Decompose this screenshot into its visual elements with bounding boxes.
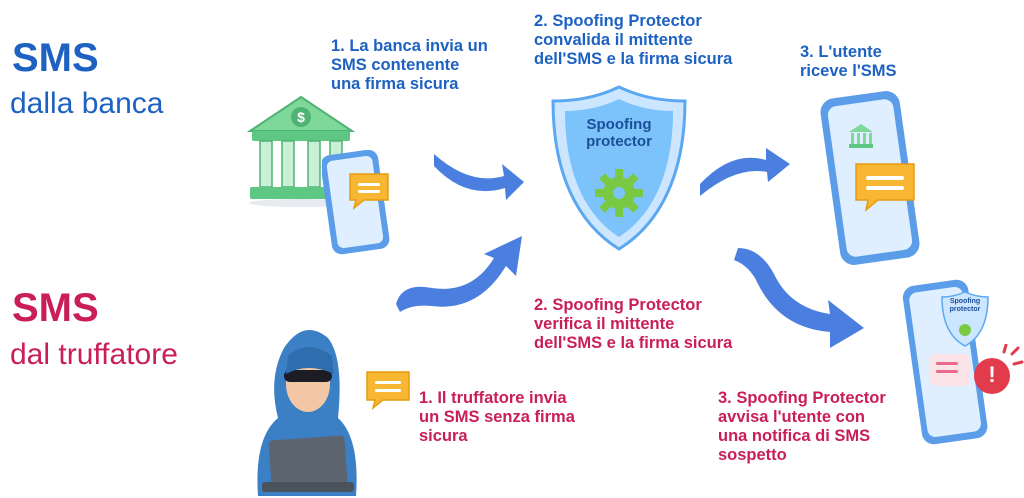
step-scammer-sends: 1. Il truffatore invia un SMS senza firm…: [419, 389, 575, 445]
shield-icon: [549, 83, 689, 253]
shield-icon: [940, 290, 990, 348]
message-bubble-icon: [363, 368, 413, 412]
bank-section-subtitle: dalla banca: [10, 87, 164, 120]
shield-label-line2: protector: [586, 133, 652, 150]
step-bank-sends: 1. La banca invia un SMS contenente una …: [331, 37, 488, 93]
svg-text:$: $: [297, 109, 305, 125]
arrow-icon: [430, 146, 526, 206]
bank-icon: [847, 122, 875, 150]
warning-phone-badge-line2: protector: [949, 306, 981, 313]
hacker-icon: [248, 318, 363, 496]
gear-icon: [595, 169, 643, 217]
message-bubble-icon: [346, 170, 392, 210]
warning-phone-badge-line1: Spoofing: [949, 298, 981, 305]
warning-phone-badge: Spoofing protector: [940, 298, 990, 314]
arrow-icon: [392, 232, 532, 316]
step-protector-validates: 2. Spoofing Protector convalida il mitte…: [534, 12, 733, 68]
scammer-section-subtitle: dal truffatore: [10, 338, 178, 371]
arrow-icon: [730, 244, 870, 354]
step-protector-verifies: 2. Spoofing Protector verifica il mitten…: [534, 296, 733, 352]
step-protector-warns: 3. Spoofing Protector avvisa l'utente co…: [718, 389, 886, 464]
notification-card: [928, 352, 972, 388]
warning-alert-symbol: !: [988, 362, 996, 387]
shield-label: Spoofing protector: [549, 116, 689, 150]
bank-section-title: SMS: [12, 36, 99, 80]
warning-icon: [968, 344, 1024, 400]
message-bubble-icon: [852, 160, 918, 214]
scammer-section-title: SMS: [12, 286, 99, 330]
shield-label-line1: Spoofing: [586, 116, 652, 133]
arrow-icon: [696, 140, 792, 200]
step-user-receives: 3. L'utente riceve l'SMS: [800, 43, 897, 80]
